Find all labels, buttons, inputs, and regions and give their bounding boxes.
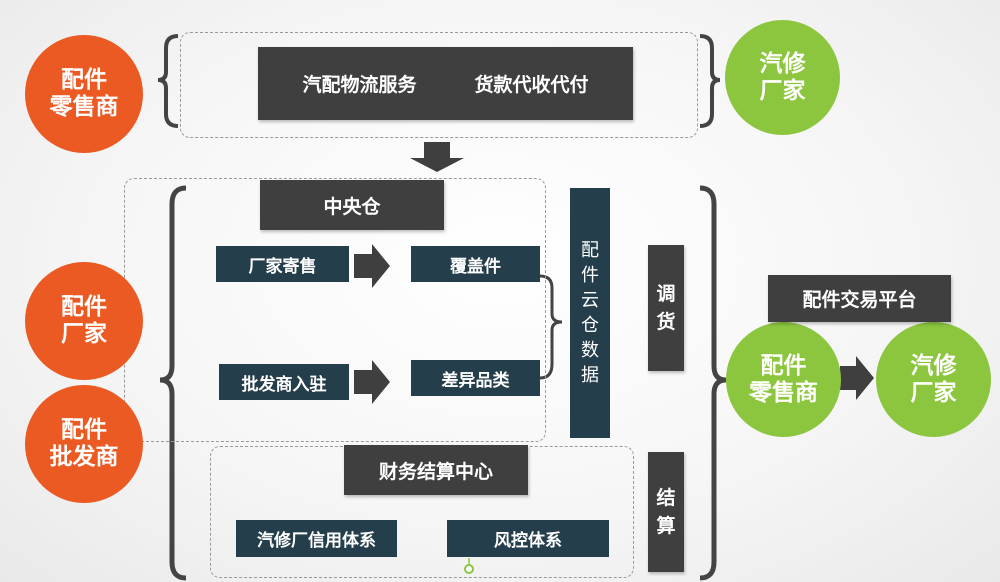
dispatch-label: 调货: [656, 283, 676, 333]
finance-center-title: 财务结算中心: [344, 445, 528, 495]
arrow-right-2: [354, 360, 390, 404]
dispatch-box: 调货: [648, 245, 684, 371]
risk-control-system: 风控体系: [447, 520, 609, 557]
manufacturer-consignment: 厂家寄售: [216, 246, 349, 282]
service-box: 汽配物流服务 货款代收代付: [258, 47, 633, 120]
circle-repair-shop-right: 汽修 厂家: [876, 322, 991, 437]
arrow-right-3: [840, 356, 874, 400]
circle-parts-retailer-left: 配件 零售商: [25, 35, 143, 153]
settlement-label: 结算: [656, 487, 676, 537]
circle-parts-manufacturer: 配件 厂家: [25, 262, 143, 380]
coverage-parts: 覆盖件: [411, 246, 540, 282]
logistics-service-label: 汽配物流服务: [302, 74, 417, 96]
circle-repair-shop-top: 汽修 厂家: [725, 20, 840, 135]
brace-left-large: [159, 185, 187, 581]
circle-parts-wholesaler: 配件 批发商: [25, 385, 143, 503]
parts-trading-platform: 配件交易平台: [768, 275, 951, 322]
brace-merge: [539, 274, 563, 380]
cloud-warehouse-data-label: 配件云仓数据: [581, 240, 599, 386]
arrow-right-1: [354, 244, 390, 288]
repair-shop-credit-system: 汽修厂信用体系: [236, 520, 397, 557]
brace-right-large: [699, 185, 727, 581]
central-warehouse-title: 中央仓: [260, 180, 444, 230]
dashed-box-top: [180, 32, 698, 138]
brace-top-left: [157, 34, 179, 128]
payment-collection-label: 货款代收代付: [474, 74, 589, 96]
brace-top-right: [699, 34, 721, 128]
wholesaler-entry: 批发商入驻: [219, 364, 349, 400]
circle-parts-retailer-right: 配件 零售商: [726, 322, 841, 437]
settlement-box: 结算: [648, 452, 684, 572]
down-arrow: [410, 142, 464, 172]
cloud-warehouse-data: 配件云仓数据: [570, 188, 610, 438]
differential-categories: 差异品类: [411, 360, 540, 396]
